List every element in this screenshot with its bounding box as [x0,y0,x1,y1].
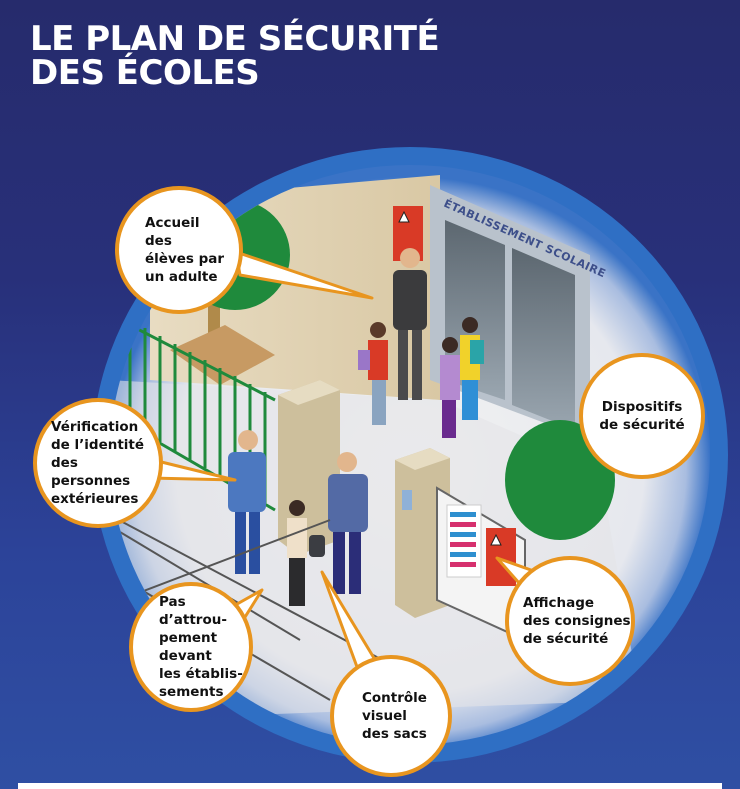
staff-member [328,452,368,594]
callout-controle-text: Contrôle visuel des sacs [362,690,427,742]
callout-affichage: Affichage des consignes de sécurité [505,556,635,686]
callout-dispositifs: Dispositifs de sécurité [579,353,705,479]
callout-attroupement-text: Pas d’attrou- pement devant les établis-… [159,594,243,700]
callout-verification-text: Vérification de l’identité des personnes… [51,419,145,507]
student-1 [358,322,388,425]
intercom [402,490,412,510]
callout-accueil: Accueil des élèves par un adulte [115,186,243,314]
page-title: LE PLAN DE SÉCURITÉ DES ÉCOLES [30,19,440,93]
student-3 [460,317,484,420]
callout-affichage-text: Affichage des consignes de sécurité [523,595,631,647]
callout-attroupement: Pas d’attrou- pement devant les établis-… [129,582,253,712]
callout-accueil-text: Accueil des élèves par un adulte [145,215,225,285]
callout-verification: Vérification de l’identité des personnes… [33,398,163,528]
callout-dispositifs-text: Dispositifs de sécurité [599,399,685,433]
pillar-right-top [395,448,450,470]
student-2 [440,337,460,438]
student-with-bag [287,500,325,606]
title-line-2: DES ÉCOLES [30,53,260,93]
title-line-1: LE PLAN DE SÉCURITÉ [30,19,440,59]
door-right [512,248,575,430]
visitor-with-id [228,430,266,574]
bottom-divider [18,783,722,789]
callout-controle: Contrôle visuel des sacs [330,655,452,777]
tree-right-foliage [505,420,615,540]
warning-icon-board [490,533,502,546]
warning-icon [398,210,410,223]
alert-panel-board [486,528,516,586]
pillar-left-top [278,380,340,405]
tree-grate [170,325,275,385]
adult-greeting-students [393,248,427,400]
